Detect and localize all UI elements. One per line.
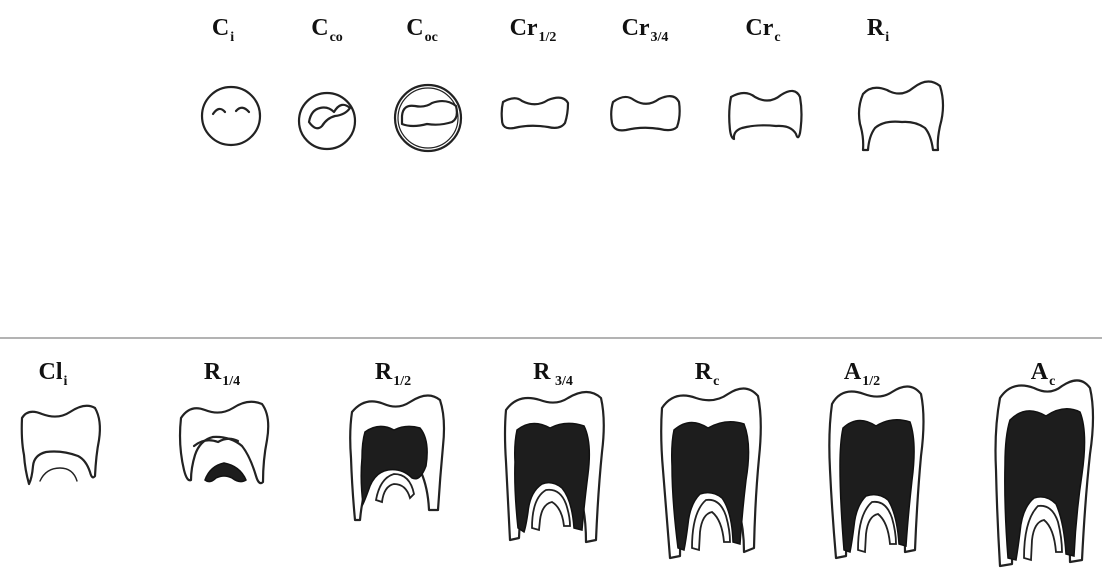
tooth-drawing-cr-half [502,98,568,129]
tooth-drawing-ac [996,380,1094,566]
tooth-drawing-ri [859,81,943,150]
tooth-drawing-cco [299,93,355,149]
tooth-drawing-ci [202,87,260,145]
tooth-drawing-coc [395,85,461,151]
tooth-drawing-r-half [350,395,444,520]
tooth-drawing-r-three-quarters [505,392,604,542]
tooth-drawing-a-half [829,386,923,558]
tooth-drawing-crc [729,91,801,139]
tooth-drawing-rc [661,388,761,558]
tooth-drawing-r-quarter [180,402,268,483]
tooth-drawing-cli [22,406,100,484]
tooth-drawing-cr-three-quarters [611,96,679,130]
